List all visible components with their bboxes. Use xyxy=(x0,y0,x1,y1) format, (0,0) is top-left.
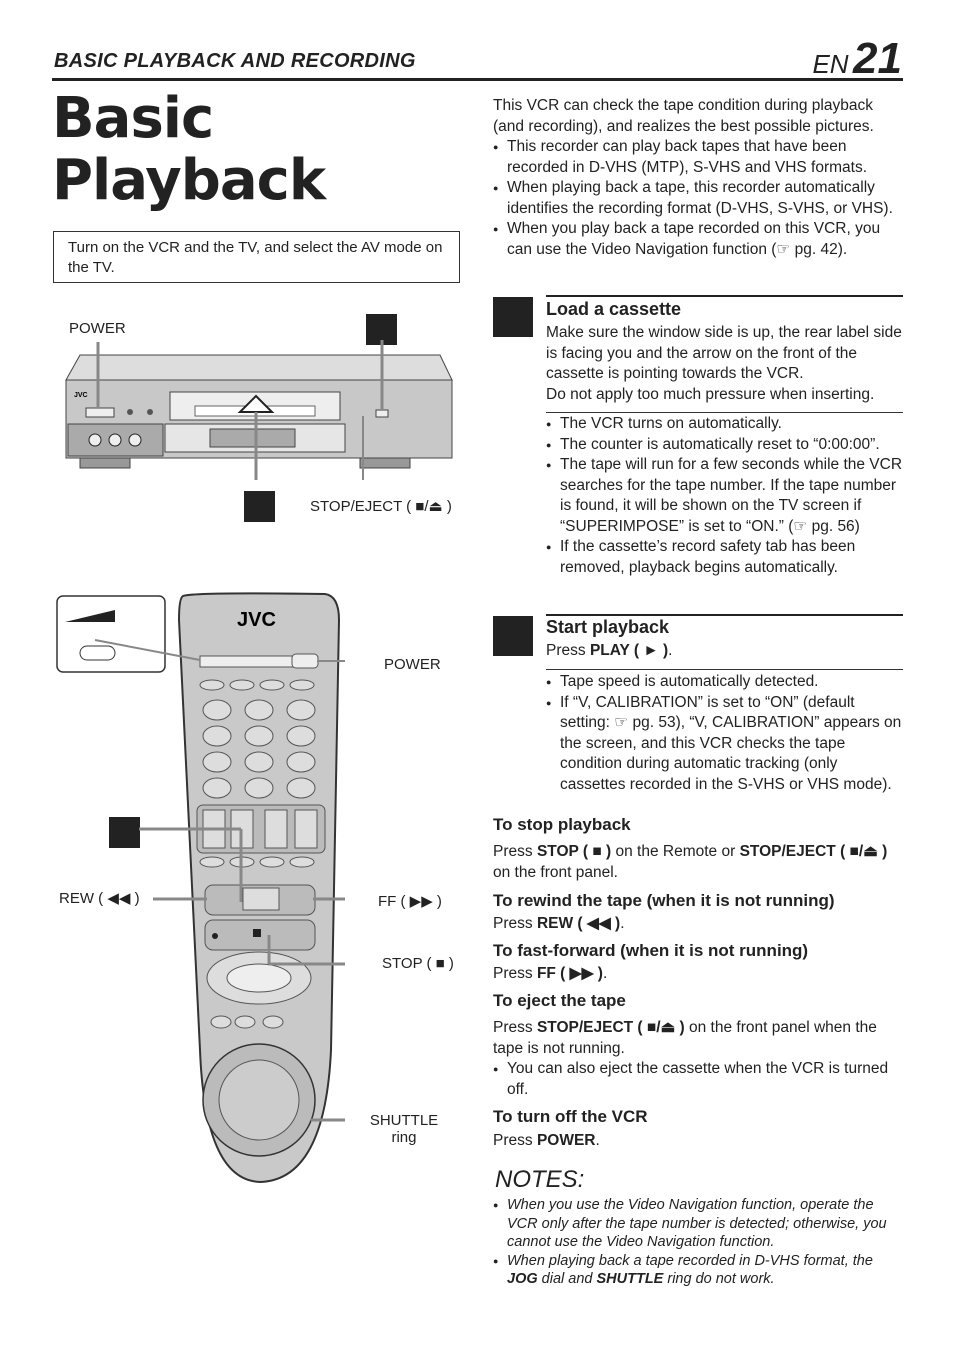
turn-off-heading: To turn off the VCR xyxy=(493,1107,648,1126)
vcr-front-illustration: JVC xyxy=(65,340,453,480)
key-name: POWER xyxy=(536,1132,596,1149)
remote-power-label: POWER xyxy=(384,656,441,673)
text: dial and xyxy=(541,1271,593,1287)
text: on the front panel when the tape is not … xyxy=(493,1019,877,1057)
remote-control-illustration: JVC xyxy=(56,592,345,1184)
step-1-bullets: The VCR turns on automatically. The coun… xyxy=(546,414,903,578)
key-name: STOP/EJECT ( ■/⏏ ) xyxy=(536,1019,685,1036)
step-2-bullets: Tape speed is automatically detected. If… xyxy=(546,672,903,795)
ring-text: ring xyxy=(391,1129,417,1146)
step-1-instruction: Make sure the window side is up, the rea… xyxy=(546,324,902,382)
remote-rew-label: REW ( ◀◀ ) xyxy=(59,890,140,907)
key-name: STOP ( ■ ) xyxy=(536,843,612,860)
step-1-divider xyxy=(546,412,903,413)
press-text: Press xyxy=(546,642,586,659)
stop-playback-heading: To stop playback xyxy=(493,815,631,834)
key-name: STOP/EJECT ( ■/⏏ ) xyxy=(739,843,888,860)
intro-bullet: When you play back a tape recorded on th… xyxy=(493,219,903,260)
rewind-text: Press REW ( ◀◀ ). xyxy=(493,915,625,932)
step-2-marker xyxy=(493,616,533,656)
step-1-bullet: If the cassette’s record safety tab has … xyxy=(546,537,903,578)
section-header: BASIC PLAYBACK AND RECORDING xyxy=(54,50,416,72)
intro-paragraph: This VCR can check the tape condition du… xyxy=(493,97,874,135)
vcr-brand-logo: JVC xyxy=(74,392,88,399)
language-code: EN xyxy=(812,49,849,79)
eject-text: Press STOP/EJECT ( ■/⏏ ) on the front pa… xyxy=(493,1018,903,1100)
vcr-stop-eject-label: STOP/EJECT ( ■/⏏ ) xyxy=(310,498,452,515)
play-key-name: PLAY ( ► ) xyxy=(589,642,669,659)
text: ring do not work. xyxy=(667,1271,775,1287)
page-number: EN 21 xyxy=(812,34,902,84)
step-2-bullet: Tape speed is automatically detected. xyxy=(546,672,903,693)
title-line-1: Basic xyxy=(52,86,214,151)
eject-heading: To eject the tape xyxy=(493,991,626,1010)
remote-brand-logo: JVC xyxy=(237,609,276,631)
header-rule xyxy=(52,78,903,81)
note-item: When you use the Video Navigation functi… xyxy=(493,1196,903,1252)
shuttle-text: SHUTTLE xyxy=(369,1112,439,1129)
stop-playback-text: Press STOP ( ■ ) on the Remote or STOP/E… xyxy=(493,842,903,883)
fast-forward-text: Press FF ( ▶▶ ). xyxy=(493,965,608,982)
text: Press xyxy=(493,915,533,932)
text: on the Remote or xyxy=(615,843,736,860)
page-title: Basic Playback xyxy=(52,86,326,213)
step-2-divider xyxy=(546,669,903,670)
rewind-heading: To rewind the tape (when it is not runni… xyxy=(493,891,835,910)
remote-shuttle-label: SHUTTLE ring xyxy=(369,1112,439,1146)
intro-bullet: This recorder can play back tapes that h… xyxy=(493,137,903,178)
text: Press xyxy=(493,1019,533,1036)
text: When playing back a tape recorded in D-V… xyxy=(507,1252,873,1269)
eject-instruction: Press STOP/EJECT ( ■/⏏ ) on the front pa… xyxy=(493,1018,903,1059)
remote-stop-label: STOP ( ■ ) xyxy=(382,955,454,972)
text: on the front panel. xyxy=(493,863,618,881)
vcr-power-label: POWER xyxy=(69,320,126,337)
step-2-rule xyxy=(546,614,903,616)
intro-bullet: When playing back a tape, this recorder … xyxy=(493,178,903,219)
title-line-2: Playback xyxy=(52,148,326,213)
notes-list: When you use the Video Navigation functi… xyxy=(493,1196,903,1289)
step-1-bullet: The counter is automatically reset to “0… xyxy=(546,435,903,456)
step-1-text: Make sure the window side is up, the rea… xyxy=(546,323,903,405)
step-marker-square xyxy=(109,817,140,848)
note-item: When playing back a tape recorded in D-V… xyxy=(493,1252,903,1289)
text: Press xyxy=(493,965,533,982)
step-2-title: Start playback xyxy=(546,617,670,637)
key-name: FF ( ▶▶ ) xyxy=(536,965,603,982)
key-name: REW ( ◀◀ ) xyxy=(536,915,621,932)
step-1-rule xyxy=(546,295,903,297)
text: Press xyxy=(493,1132,533,1149)
remote-ff-label: FF ( ▶▶ ) xyxy=(378,893,442,910)
page-num: 21 xyxy=(853,34,902,83)
key-name: SHUTTLE xyxy=(596,1271,664,1287)
step-1-bullet: The tape will run for a few seconds whil… xyxy=(546,455,903,537)
intro-section: This VCR can check the tape condition du… xyxy=(493,96,903,260)
text: Press xyxy=(493,843,533,860)
intro-box: Turn on the VCR and the TV, and select t… xyxy=(53,231,460,283)
notes-heading: NOTES: xyxy=(495,1166,585,1193)
turn-off-text: Press POWER. xyxy=(493,1132,600,1149)
step-marker-square xyxy=(244,491,275,522)
fast-forward-heading: To fast-forward (when it is not running) xyxy=(493,941,809,960)
key-name: JOG xyxy=(507,1271,538,1287)
eject-bullet: You can also eject the cassette when the… xyxy=(493,1059,903,1100)
step-1-marker xyxy=(493,297,533,337)
step-2-bullet: If “V, CALIBRATION” is set to “ON” (defa… xyxy=(546,693,903,796)
step-2-press: Press PLAY ( ► ). xyxy=(546,642,673,659)
step-1-bullet: The VCR turns on automatically. xyxy=(546,414,903,435)
step-1-title: Load a cassette xyxy=(546,299,682,319)
step-1-caution: Do not apply too much pressure when inse… xyxy=(546,385,875,403)
